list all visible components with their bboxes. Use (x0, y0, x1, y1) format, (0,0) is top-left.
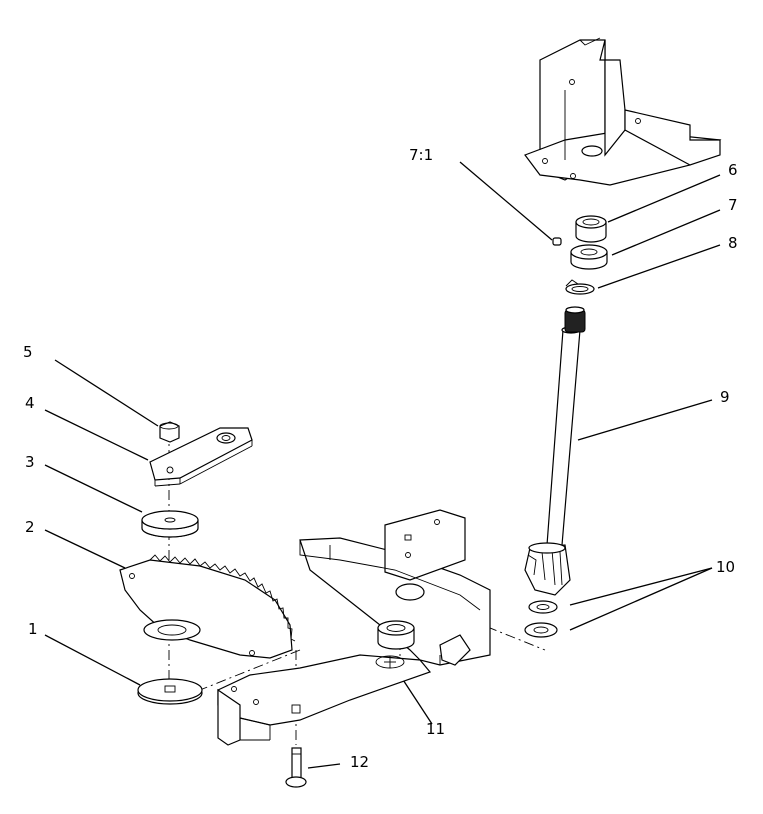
bushing-part-11 (375, 620, 415, 669)
link-plate-part-4 (149, 427, 253, 487)
callout-4: 4 (25, 394, 35, 412)
collar-part-7 (552, 237, 608, 270)
lower-frame (217, 509, 491, 746)
bushing-part-6 (575, 215, 607, 243)
clip-part-8 (565, 279, 595, 295)
callout-7-1: 7:1 (409, 146, 434, 164)
washer-part-1 (137, 678, 203, 705)
callout-12: 12 (350, 753, 370, 771)
bolt-part-12 (285, 747, 307, 788)
callout-11: 11 (426, 720, 446, 738)
callout-6: 6 (728, 161, 738, 179)
shaft-part-9 (524, 306, 586, 596)
callout-5: 5 (23, 343, 33, 361)
callout-7: 7 (728, 196, 738, 214)
callout-10: 10 (716, 558, 736, 576)
upper-mounting-bracket (524, 37, 722, 186)
washers-part-10 (524, 600, 558, 638)
callout-1: 1 (28, 620, 38, 638)
callout-9: 9 (720, 388, 730, 406)
callout-8: 8 (728, 234, 738, 252)
callout-2: 2 (25, 518, 35, 536)
leader-lines (44, 161, 721, 769)
nut-part-5 (159, 421, 180, 443)
spacer-part-3 (141, 510, 199, 538)
sector-gear-part-2 (119, 554, 296, 659)
callout-3: 3 (25, 453, 35, 471)
